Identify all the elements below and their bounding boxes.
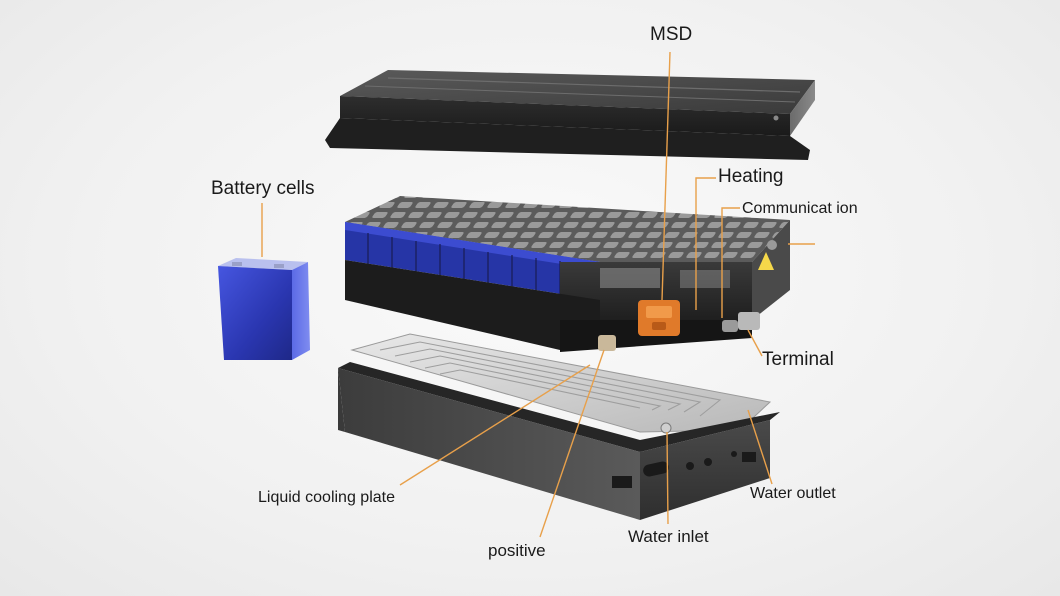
leader-lines (261, 51, 815, 538)
label-positive: positive (488, 541, 546, 560)
msd-connector (638, 300, 680, 336)
label-msd: MSD (650, 24, 693, 45)
battery-module (345, 196, 790, 352)
leader-positive (539, 349, 605, 538)
leader-liquid-cooling (399, 364, 591, 486)
leader-msd (661, 51, 671, 301)
label-terminal: Terminal (762, 349, 834, 370)
label-battery-cells: Battery cells (211, 178, 315, 199)
single-battery-cell (218, 258, 310, 360)
leader-water-outlet (747, 409, 773, 485)
label-water-inlet: Water inlet (628, 527, 709, 546)
leader-heating (695, 177, 716, 310)
label-communication: Communicat ion (742, 200, 858, 217)
leader-communication (721, 207, 740, 318)
bottom-tray (338, 362, 780, 520)
top-lid (325, 70, 815, 160)
leader-terminal (747, 329, 763, 357)
label-heating: Heating (718, 166, 784, 187)
label-water-outlet: Water outlet (750, 485, 836, 502)
leader-water-inlet (666, 431, 669, 525)
label-liquid-cooling-plate: Liquid cooling plate (258, 489, 395, 506)
